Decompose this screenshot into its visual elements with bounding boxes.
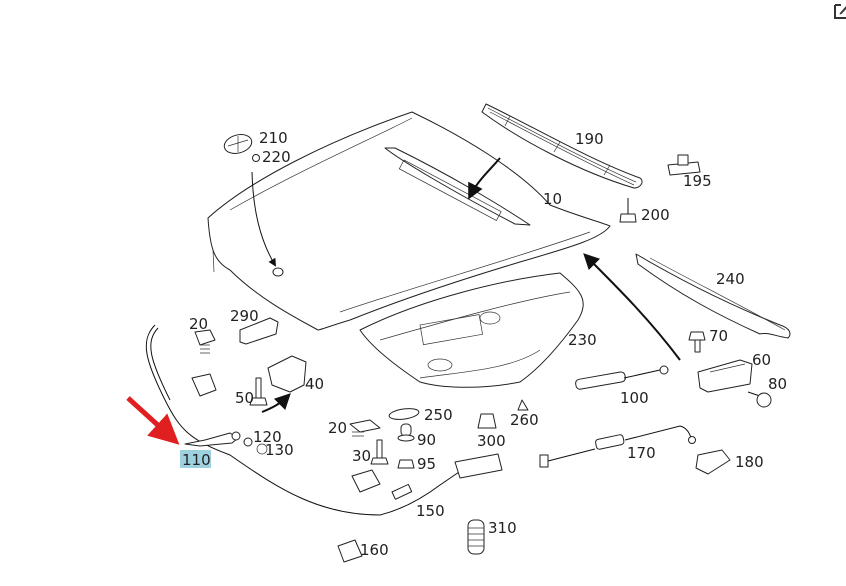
label-20-lower: 20 [328, 419, 347, 437]
label-250: 250 [424, 406, 453, 424]
label-220: 220 [262, 148, 291, 166]
label-40: 40 [305, 375, 324, 393]
label-210: 210 [259, 129, 288, 147]
bumper-part-250 [388, 408, 420, 420]
insulation-part-230 [359, 272, 584, 388]
highlight-box-110 [180, 450, 211, 468]
label-230: 230 [568, 331, 597, 349]
latch-hook-part [191, 373, 217, 397]
assembly-arrow [583, 253, 681, 361]
label-195: 195 [683, 172, 712, 190]
label-180: 180 [735, 453, 764, 471]
nut-part-95 [397, 459, 415, 469]
boot-part-310 [467, 519, 485, 555]
label-30: 30 [352, 447, 371, 465]
gas-strut-part-100 [575, 365, 669, 390]
label-20-upper: 20 [189, 315, 208, 333]
clip-part-195 [667, 154, 701, 176]
label-50: 50 [235, 389, 254, 407]
bolt-part-30 [370, 439, 389, 465]
bolt-part-80 [747, 391, 772, 408]
cable-part-170 [539, 425, 696, 468]
label-90: 90 [417, 431, 436, 449]
label-170: 170 [627, 444, 656, 462]
label-95: 95 [417, 455, 436, 473]
hood-part-10 [207, 111, 611, 331]
label-190: 190 [575, 130, 604, 148]
label-60: 60 [752, 351, 771, 369]
label-120: 120 [253, 428, 282, 446]
label-200: 200 [641, 206, 670, 224]
label-160: 160 [360, 541, 389, 559]
bracket-part-lower [351, 469, 381, 493]
clip-part-160 [337, 539, 363, 563]
label-100: 100 [620, 389, 649, 407]
screw-part-200 [619, 198, 637, 223]
clip-part-220 [252, 154, 260, 162]
label-10: 10 [543, 190, 562, 208]
label-290: 290 [230, 307, 259, 325]
assembly-arrow [251, 171, 277, 267]
label-240: 240 [716, 270, 745, 288]
pointer-arrow [126, 396, 180, 445]
buffer-part-90 [397, 423, 415, 442]
label-150: 150 [416, 502, 445, 520]
edit-icon[interactable] [834, 3, 846, 19]
bracket-part-180 [695, 449, 731, 475]
assembly-arrow [468, 157, 501, 200]
clip-part-260 [517, 399, 529, 411]
label-130: 130 [265, 441, 294, 459]
emblem-part-210 [223, 134, 253, 154]
guide-part-290 [239, 317, 279, 345]
bushing-part-120 [243, 437, 253, 447]
label-80: 80 [768, 375, 787, 393]
bolt-part-70 [688, 331, 706, 353]
hinge-part-60 [697, 359, 753, 393]
latch-part-40 [267, 355, 307, 393]
clip-part-130 [256, 443, 268, 455]
label-260: 260 [510, 411, 539, 429]
label-310: 310 [488, 519, 517, 537]
label-110: 110 [182, 451, 211, 469]
latch-part-20-upper [194, 329, 216, 354]
bolt-part-50 [249, 377, 268, 406]
lever-part-110 [184, 431, 241, 447]
latch-part-20-lower [349, 419, 381, 437]
label-70: 70 [709, 327, 728, 345]
cable-part-150 [145, 324, 503, 516]
assembly-arrow [261, 393, 291, 413]
emblem-base [272, 267, 284, 277]
cap-part-300 [477, 413, 497, 429]
grille-part-190 [481, 103, 643, 189]
label-300: 300 [477, 432, 506, 450]
seal-part-240 [635, 253, 791, 339]
